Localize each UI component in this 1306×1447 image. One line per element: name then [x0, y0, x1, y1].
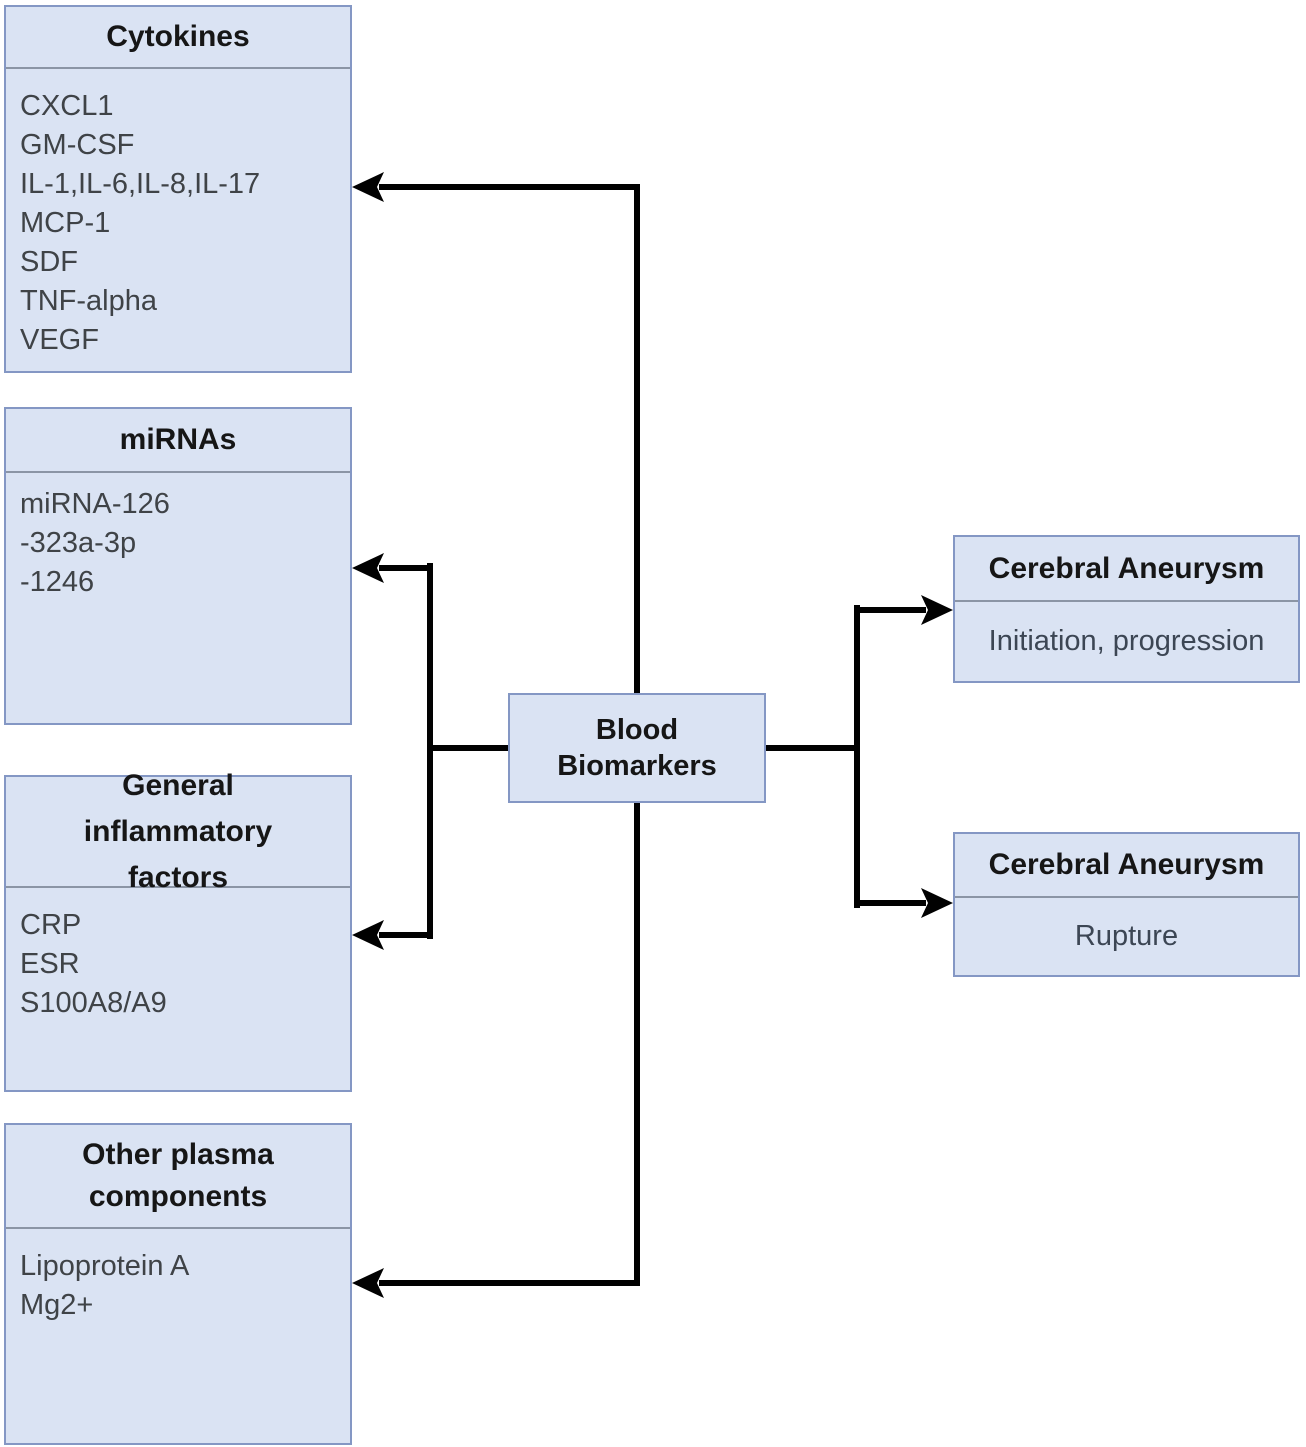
- list-item: -1246: [20, 566, 95, 598]
- mirnas-box: miRNAs miRNA-126 -323a-3p -1246: [4, 407, 352, 725]
- cerebral-aneurysm-subtitle: Initiation, progression: [988, 625, 1265, 657]
- blood-biomarkers-title: Blood Biomarkers: [557, 714, 717, 782]
- other-plasma-title: Other plasma components: [6, 1125, 350, 1229]
- list-item: MCP-1: [20, 207, 111, 239]
- mirnas-list: miRNA-126 -323a-3p -1246: [6, 473, 350, 602]
- list-item: Lipoprotein A: [20, 1250, 190, 1282]
- list-item: TNF-alpha: [20, 285, 157, 317]
- general-inflammatory-list: CRP ESR S100A8/A9: [6, 888, 350, 1023]
- cerebral-aneurysm-title: Cerebral Aneurysm: [955, 537, 1298, 602]
- list-item: ESR: [20, 948, 80, 980]
- list-item: VEGF: [20, 324, 99, 356]
- list-item: -323a-3p: [20, 527, 137, 559]
- cytokines-title: Cytokines: [6, 7, 350, 69]
- cerebral-aneurysm-rupture-box: Cerebral Aneurysm Rupture: [953, 832, 1300, 977]
- list-item: CRP: [20, 909, 82, 941]
- list-item: CXCL1: [20, 90, 114, 122]
- other-plasma-list: Lipoprotein A Mg2+: [6, 1229, 350, 1325]
- arrow-center-to-cytokines: [352, 172, 640, 699]
- list-item: Mg2+: [20, 1289, 94, 1321]
- list-item: S100A8/A9: [20, 987, 167, 1019]
- cerebral-aneurysm-title: Cerebral Aneurysm: [955, 834, 1298, 898]
- cytokines-list: CXCL1 GM-CSF IL-1,IL-6,IL-8,IL-17 MCP-1 …: [6, 69, 350, 360]
- arrow-center-to-mirnas-and-general: [352, 553, 511, 950]
- list-item: SDF: [20, 246, 78, 278]
- other-plasma-box: Other plasma components Lipoprotein A Mg…: [4, 1123, 352, 1445]
- mirnas-title: miRNAs: [6, 409, 350, 473]
- list-item: GM-CSF: [20, 129, 135, 161]
- list-item: miRNA-126: [20, 488, 170, 520]
- cerebral-aneurysm-subtitle: Rupture: [1074, 920, 1179, 952]
- general-inflammatory-title: General inflammatory factors: [6, 769, 350, 894]
- arrow-center-to-other-plasma: [352, 797, 640, 1298]
- list-item: IL-1,IL-6,IL-8,IL-17: [20, 168, 261, 200]
- arrow-center-to-aneurysm-boxes: [762, 595, 953, 918]
- cerebral-aneurysm-initiation-box: Cerebral Aneurysm Initiation, progressio…: [953, 535, 1300, 683]
- general-inflammatory-box: General inflammatory factors CRP ESR S10…: [4, 769, 352, 1092]
- cytokines-box: Cytokines CXCL1 GM-CSF IL-1,IL-6,IL-8,IL…: [4, 5, 352, 373]
- blood-biomarkers-box: Blood Biomarkers: [508, 693, 766, 803]
